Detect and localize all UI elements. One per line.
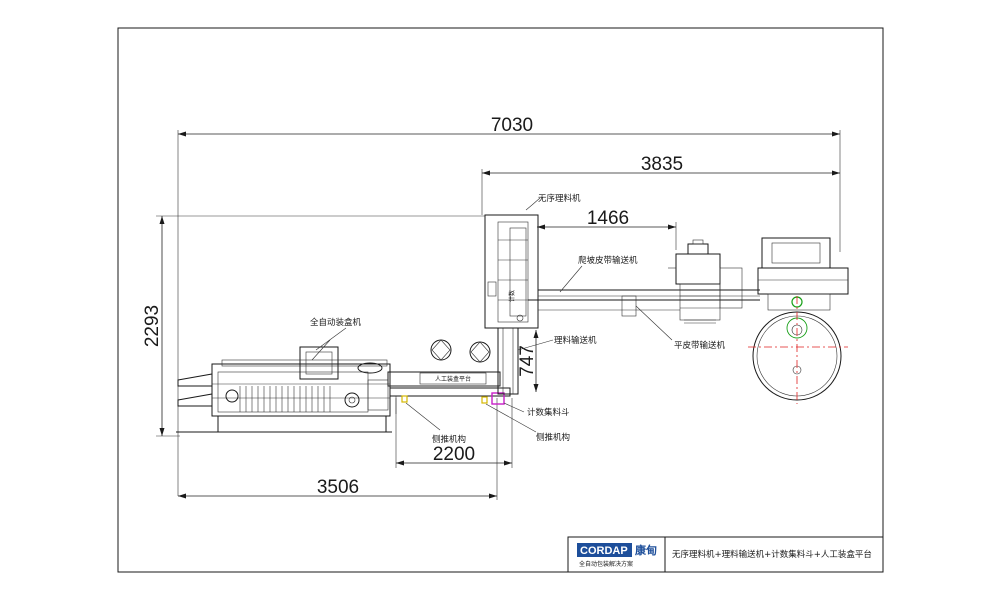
side-push-cylinder-2 — [481, 396, 488, 404]
label-incline-conveyor: 爬坡皮带输送机 — [578, 255, 638, 266]
material-conveyor — [497, 327, 519, 395]
dimension-overall-length: 7030 — [177, 115, 841, 496]
drawing-border — [117, 27, 884, 573]
label-manual-platform: 人工装盒平台 — [435, 375, 471, 383]
label-flat-conveyor: 平皮带输送机 — [674, 340, 726, 351]
label-cartoner: 全自动装盒机 — [310, 317, 362, 328]
logo-text: CORDAP — [580, 545, 628, 557]
dimension-left-section-value: 3506 — [317, 477, 359, 498]
label-sorter: 无序理料机 — [538, 193, 581, 204]
title-block: CORDAP 康甸 全自动包装解决方案 无序理料机+理料输送机+计数集料斗+人工… — [567, 536, 884, 573]
dimension-short-height-value: 747 — [517, 345, 538, 377]
label-side-push-2: 侧推机构 — [536, 432, 570, 443]
label-vertical-tag: 计数 — [508, 290, 516, 302]
title-description: 无序理料机+理料输送机+计数集料斗+人工装盒平台 — [672, 549, 872, 560]
wheel-unit — [748, 237, 849, 404]
dimension-height-value: 2293 — [142, 305, 163, 347]
dimension-right-section-value: 3835 — [641, 154, 683, 175]
dimension-left-section: 3506 — [178, 398, 498, 500]
dimension-right-section: 3835 — [481, 154, 840, 215]
label-material-conveyor: 理料输送机 — [554, 335, 597, 346]
logo-badge — [577, 543, 632, 557]
dimension-platform-length-value: 2200 — [433, 444, 475, 465]
counting-hopper — [491, 392, 505, 405]
manual-platform: 人工装盒平台 — [387, 339, 511, 414]
incline-conveyor — [528, 289, 760, 317]
dimension-height: 2293 — [142, 215, 485, 437]
cartoner-machine — [176, 339, 392, 433]
logo-suffix: 康甸 — [635, 543, 657, 557]
sorter-machine — [484, 204, 539, 329]
dimension-short-height: 747 — [517, 330, 539, 392]
dimension-belt-length-value: 1466 — [587, 208, 629, 229]
label-counting-hopper: 计数集料斗 — [527, 407, 570, 418]
side-push-cylinder-1 — [401, 395, 408, 403]
dimension-overall-length-value: 7030 — [491, 115, 533, 136]
flat-conveyor-head — [668, 239, 743, 324]
dimension-belt-length: 1466 — [537, 208, 677, 250]
logo-subtitle: 全自动包装解决方案 — [579, 560, 633, 568]
label-side-push-1: 侧推机构 — [432, 434, 466, 445]
